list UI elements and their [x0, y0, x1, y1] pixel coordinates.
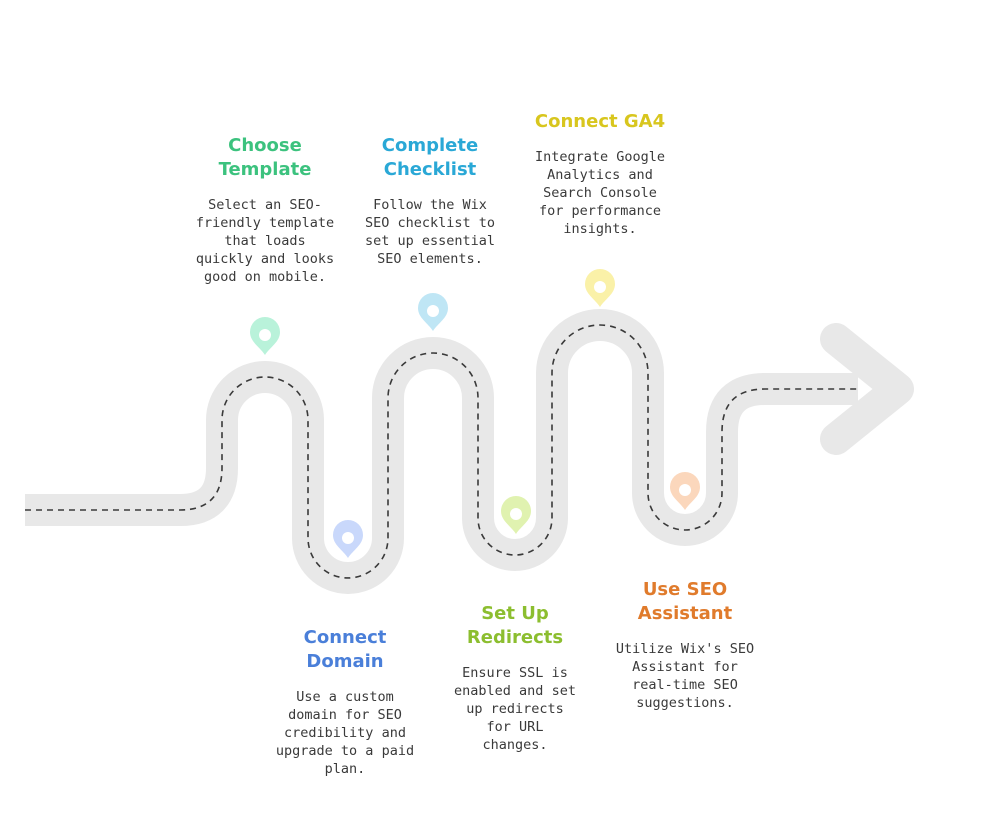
step-title: Connect GA4 [534, 111, 666, 132]
step-connect-ga4: Connect GA4 Integrate Google Analytics a… [515, 110, 685, 238]
step-connect-domain: Connect Domain Use a custom domain for S… [270, 626, 420, 778]
step-title: Choose Template [218, 135, 312, 180]
step-description: Ensure SSL is enabled and set up redirec… [454, 665, 576, 753]
step-title: Set Up Redirects [466, 603, 564, 648]
road-center-dashes [25, 324, 858, 579]
step-title: Connect Domain [303, 627, 387, 672]
location-pin-icon [585, 269, 615, 307]
location-pin-icon [418, 293, 448, 331]
step-title: Complete Checklist [381, 135, 479, 180]
step-set-up-redirects: Set Up Redirects Ensure SSL is enabled a… [440, 602, 590, 754]
step-description: Integrate Google Analytics and Search Co… [534, 149, 666, 237]
step-description: Select an SEO-friendly template that loa… [195, 197, 335, 285]
location-pin-icon [670, 472, 700, 510]
step-choose-template: Choose Template Select an SEO-friendly t… [180, 134, 350, 286]
step-description: Follow the Wix SEO checklist to set up e… [364, 197, 496, 267]
step-title: Use SEO Assistant [637, 579, 733, 624]
step-use-seo-assistant: Use SEO Assistant Utilize Wix's SEO Assi… [605, 578, 765, 712]
step-description: Utilize Wix's SEO Assistant for real-tim… [615, 641, 755, 711]
location-pin-icon [250, 317, 280, 355]
location-pin-icon [333, 520, 363, 558]
location-pin-icon [501, 496, 531, 534]
step-description: Use a custom domain for SEO credibility … [275, 689, 415, 777]
road-path [25, 309, 858, 594]
arrow-head-icon [820, 323, 914, 455]
step-complete-checklist: Complete Checklist Follow the Wix SEO ch… [355, 134, 505, 268]
